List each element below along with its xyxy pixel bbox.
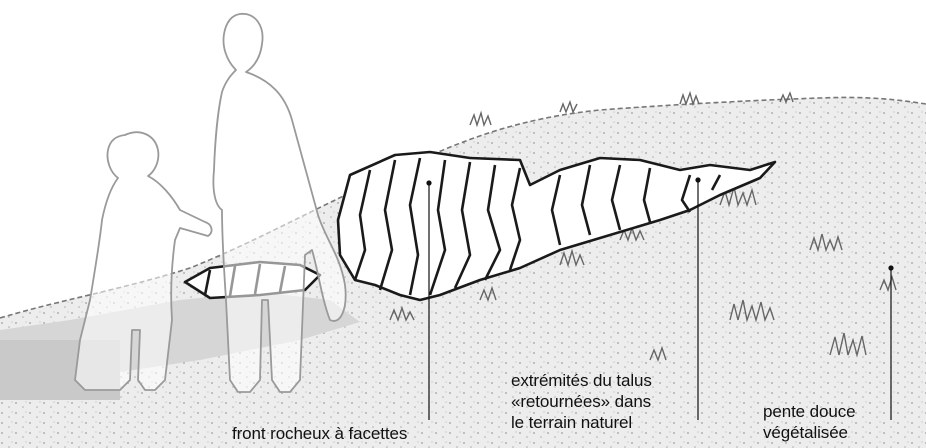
label-extremites-line-3: le terrain naturel xyxy=(511,412,652,433)
label-front-rocheux: front rocheux à facettes xyxy=(232,423,407,444)
label-extremites-line-1: extrémités du talus xyxy=(511,370,652,391)
label-pente-line-1: pente douce xyxy=(763,401,855,422)
label-pente-line-2: végétalisée xyxy=(763,422,855,443)
label-pente-douce: pente douce végétalisée xyxy=(763,401,855,443)
label-extremites-line-2: «retournées» dans xyxy=(511,391,652,412)
label-extremites-talus: extrémités du talus «retournées» dans le… xyxy=(511,370,652,433)
